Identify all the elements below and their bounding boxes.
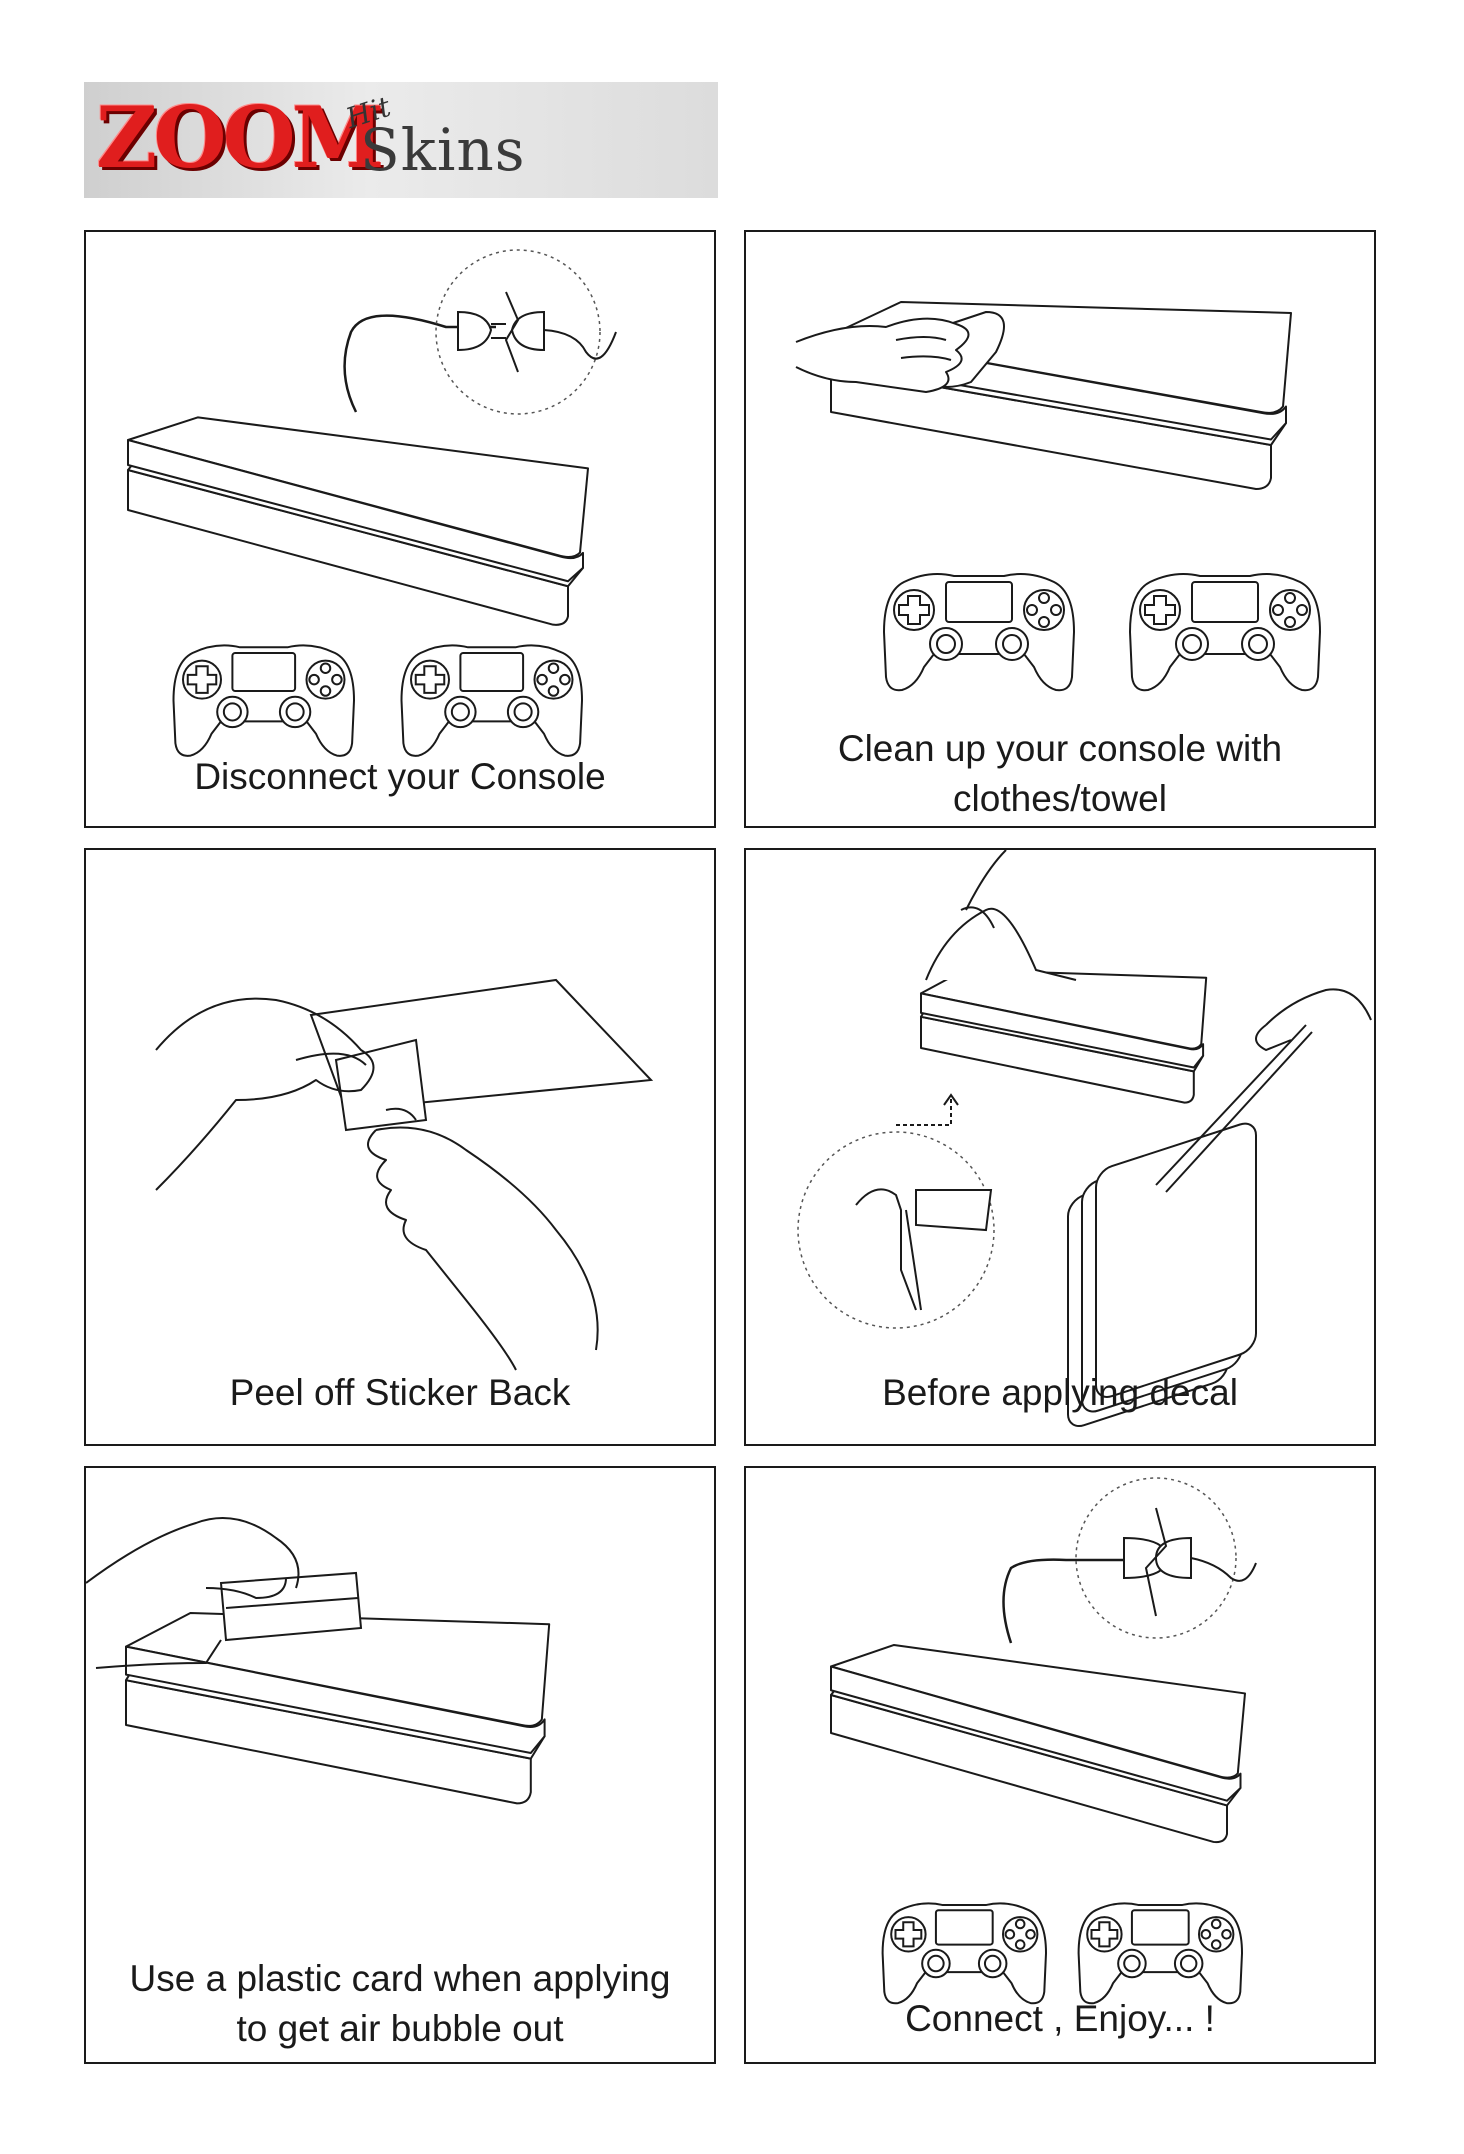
controller-icon [172, 644, 355, 757]
step-panel-before-applying: Before applying decal [744, 848, 1376, 1446]
console-icon [830, 1468, 1378, 2005]
console-icon [126, 232, 718, 757]
hand-icon [86, 1518, 299, 1668]
controller-icon [400, 644, 583, 757]
step-panel-peel: Peel off Sticker Back [84, 848, 716, 1446]
logo-suffix: Skins [360, 116, 526, 184]
hand-icon [86, 850, 718, 1448]
console-icon [86, 1468, 551, 1805]
hand-icon [961, 850, 1371, 1050]
step-caption: Use a plastic card when applying to get … [96, 1954, 704, 2054]
step-caption: Disconnect your Console [96, 752, 704, 802]
caption-line-1: Before applying decal [882, 1372, 1238, 1413]
step-caption: Peel off Sticker Back [96, 1368, 704, 1418]
step-panel-plastic-card: Use a plastic card when applying to get … [84, 1466, 716, 2064]
caption-line-2: clothes/towel [953, 778, 1167, 819]
caption-line-2: to get air bubble out [236, 2008, 564, 2049]
caption-line-1: Peel off Sticker Back [229, 1372, 571, 1413]
step-caption: Clean up your console with clothes/towel [756, 724, 1364, 824]
plug-icon [1124, 1508, 1256, 1616]
hand-icon [796, 312, 1004, 392]
controller-icon [881, 1902, 1047, 2005]
controller-icon [1129, 573, 1321, 692]
caption-line-1: Clean up your console with [837, 728, 1283, 769]
logo-word: ZOOM [96, 88, 385, 187]
plug-icon [458, 292, 616, 372]
controller-icon [1077, 1902, 1243, 2005]
console-icon [746, 300, 1321, 692]
caption-line-1: Disconnect your Console [194, 756, 606, 797]
step-panel-connect: Connect , Enjoy... ! [744, 1466, 1376, 2064]
controller-icon [883, 573, 1075, 692]
brand-logo: ZOOM Hit Skins [84, 82, 718, 198]
step-panel-disconnect: Disconnect your Console [84, 230, 716, 828]
card-icon [221, 1573, 361, 1640]
console-icon [746, 850, 1378, 1448]
caption-line-1: Use a plastic card when applying [129, 1958, 671, 1999]
step-panel-clean: Clean up your console with clothes/towel [744, 230, 1376, 828]
caption-line-1: Connect , Enjoy... ! [905, 1998, 1215, 2039]
step-caption: Before applying decal [756, 1368, 1364, 1418]
step-caption: Connect , Enjoy... ! [756, 1994, 1364, 2044]
